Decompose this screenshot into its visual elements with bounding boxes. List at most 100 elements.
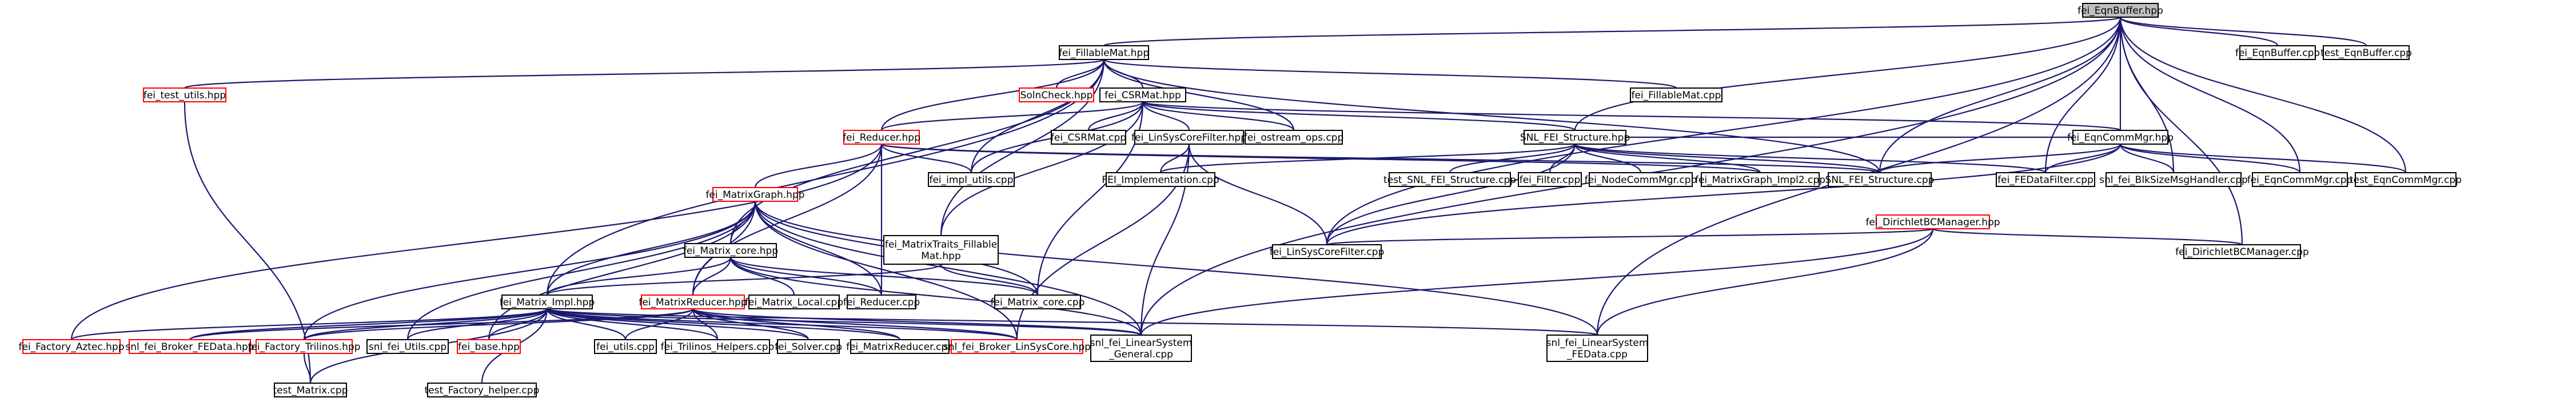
edge-snl_fei_structure_cpp-to-eqnbuffer_hpp [1879,9,2125,173]
node-reducer-hpp[interactable]: fei_Reducer.hpp [843,130,920,145]
node-matrix-impl-hpp[interactable]: fei_Matrix_Impl.hpp [500,294,595,309]
node-test-eqncommmgr-cpp[interactable]: test_EqnCommMgr.cpp [2350,172,2462,187]
edge-matrix_impl_hpp-to-fillablemat_hpp [546,51,1108,296]
edge-snl_fei_structure_cpp-to-fillablemat_hpp [1099,51,1881,173]
node-dirichletbcmanager-cpp[interactable]: fei_DirichletBCManager.cpp [2175,244,2309,259]
node-label: fei_FEDataFilter.cpp [1997,174,2094,186]
edge-linearsystem_general_cpp-to-matrix_core_hpp [726,249,1142,336]
node-label: fei_MatrixGraph_Impl2.cpp [1695,174,1825,186]
node-label: SNL_FEI_Structure.hpp [1520,132,1630,144]
node-snl-fei-structure-cpp[interactable]: SNL_FEI_Structure.cpp [1825,172,1935,187]
node-matrixgraph-impl2-cpp[interactable]: fei_MatrixGraph_Impl2.cpp [1695,172,1825,187]
edge-test_matrix_cpp-to-factory_trilinos_hpp [300,345,312,384]
node-eqnbuffer-cpp[interactable]: fei_EqnBuffer.cpp [2235,45,2320,60]
node-csrmat-cpp[interactable]: fei_CSRMat.cpp [1051,130,1126,145]
edge-snl_fei_structure_hpp-to-eqnbuffer_hpp [1574,9,2125,131]
edge-snl_fei_structure_cpp-to-eqncommmgr_hpp [1879,136,2125,174]
edge-linsyscorefilter_cpp-to-linsyscorefilter_hpp [1185,136,1328,245]
node-label: SolnCheck.hpp [1020,90,1093,101]
node-csrmat-hpp[interactable]: fei_CSRMat.hpp [1099,87,1186,102]
node-label: fei_Matrix_core.hpp [683,245,778,257]
edge-eqncommmgr_hpp-to-csrmat_hpp [1138,93,2122,132]
edge-factory_trilinos_hpp-to-matrixgraph_hpp [303,193,760,340]
node-matrix-local-cpp[interactable]: fei_Matrix_Local.cpp [745,294,843,309]
edge-linearsystem_general_cpp-to-matrixreducer_hpp [688,300,1142,336]
node-linearsystem-fedata-cpp[interactable]: snl_fei_LinearSystem_FEData.cpp [1546,335,1649,362]
node-label: test_SNL_FEI_Structure.cpp [1383,174,1516,186]
node-test-snl-fei-structure-cpp[interactable]: test_SNL_FEI_Structure.cpp [1383,172,1516,187]
node-matrixreducer-hpp[interactable]: fei_MatrixReducer.hpp [639,294,747,309]
edge-linearsystem_fedata_cpp-to-matrixgraph_hpp [751,193,1598,336]
node-nodecommmgr-cpp[interactable]: fei_NodeCommMgr.cpp [1585,172,1697,187]
edge-fei_implementation_cpp-to-snl_fei_structure_hpp [1159,136,1580,174]
node-label: fei_test_utils.hpp [143,90,226,101]
node-label: fei_DirichletBCManager.cpp [2175,246,2309,258]
node-label: fei_LinSysCoreFilter.cpp [1270,246,1385,258]
node-broker-linsyscore-hpp[interactable]: snl_fei_Broker_LinSysCore.hpp [943,339,1091,354]
node-linearsystem-general-cpp[interactable]: snl_fei_LinearSystem_General.cpp [1090,335,1193,362]
node-base-hpp[interactable]: fei_base.hpp [457,339,521,354]
node-eqnbuffer-hpp[interactable]: fei_EqnBuffer.hpp [2077,3,2163,18]
edge-broker_fedata_hpp-to-matrixreducer_hpp [189,300,698,341]
node-ostream-ops-cpp[interactable]: fei_ostream_ops.cpp [1244,130,1344,145]
node-impl-utils-cpp[interactable]: fei_impl_utils.cpp [928,172,1015,187]
node-matrixgraph-hpp[interactable]: fei_MatrixGraph.hpp [705,187,805,202]
node-filter-cpp[interactable]: fei_Filter.cpp [1518,172,1582,187]
node-solver-cpp[interactable]: fei_Solver.cpp [775,339,842,354]
node-test-factory-helper-cpp[interactable]: test_Factory_helper.cpp [425,383,540,397]
edges [70,9,2407,384]
node-label: fei_EqnCommMgr.hpp [2067,132,2174,144]
node-label: fei_MatrixReducer.cpp [846,341,954,353]
node-fedatafilter-cpp[interactable]: fei_FEDataFilter.cpp [1996,172,2095,187]
node-label: fei_LinSysCoreFilter.hpp [1131,132,1247,144]
node-broker-fedata-hpp[interactable]: snl_fei_Broker_FEData.hpp [125,339,254,354]
node-snl-fei-structure-hpp[interactable]: SNL_FEI_Structure.hpp [1520,130,1630,145]
edge-fei_implementation_cpp-to-linsyscorefilter_hpp [1159,136,1194,173]
edge-dirichletbcmanager_cpp-to-dirichletbcmanager_hpp [1928,220,2243,246]
node-reducer-cpp[interactable]: fei_Reducer.cpp [843,294,920,309]
node-label: fei_base.hpp [458,341,520,353]
node-label: test_EqnBuffer.cpp [2320,47,2412,59]
node-linsyscorefilter-cpp[interactable]: fei_LinSysCoreFilter.cpp [1270,244,1385,259]
edge-csrmat_cpp-to-csrmat_hpp [1087,94,1147,131]
node-matrix-core-cpp[interactable]: fei_Matrix_core.cpp [991,294,1085,309]
edge-fillablemat_cpp-to-fillablemat_hpp [1099,51,1677,89]
node-label: fei_NodeCommMgr.cpp [1585,174,1697,186]
edge-linsyscorefilter_cpp-to-dirichletbcmanager_hpp [1326,220,1938,246]
node-matrixreducer-cpp[interactable]: fei_MatrixReducer.cpp [846,339,954,354]
node-trilinos-helpers-cpp[interactable]: fei_Trilinos_Helpers.cpp [661,339,775,354]
node-eqncommmgr-hpp[interactable]: fei_EqnCommMgr.hpp [2067,130,2174,145]
node-utils-cpp[interactable]: fei_utils.cpp [594,339,657,354]
edge-solver_cpp-to-matrix_impl_hpp [543,301,810,340]
node-factory-trilinos-hpp[interactable]: fei_Factory_Trilinos.hpp [248,339,361,354]
node-factory-aztec-hpp[interactable]: fei_Factory_Aztec.hpp [18,339,125,354]
node-matrix-core-hpp[interactable]: fei_Matrix_core.hpp [683,243,778,258]
node-label: fei_Reducer.cpp [843,297,920,308]
node-blksizemsghandler-cpp[interactable]: snl_fei_BlkSizeMsgHandler.cpp [2099,172,2248,187]
edge-trilinos_helpers_cpp-to-matrixreducer_hpp [688,301,719,340]
node-eqncommmgr-cpp[interactable]: fei_EqnCommMgr.cpp [2247,172,2353,187]
node-dirichletbcmanager-hpp[interactable]: fei_DirichletBCManager.hpp [1865,214,2000,229]
node-test-utils-hpp[interactable]: fei_test_utils.hpp [143,87,226,102]
node-test-eqnbuffer-cpp[interactable]: test_EqnBuffer.cpp [2320,45,2412,60]
node-label: fei_FillableMat.hpp [1059,47,1149,59]
edge-matrix_core_hpp-to-fillablemat_hpp [729,51,1108,244]
node-fei-implementation-cpp[interactable]: FEI_Implementation.cpp [1102,172,1219,187]
edge-linsyscorefilter_hpp-to-csrmat_hpp [1138,94,1190,131]
edge-broker_linsyscore_hpp-to-matrix_impl_hpp [542,300,1018,341]
node-test-matrix-cpp[interactable]: test_Matrix.cpp [273,383,348,397]
node-fillablemat-cpp[interactable]: fei_FillableMat.cpp [1630,87,1722,102]
node-fillablemat-hpp[interactable]: fei_FillableMat.hpp [1059,45,1149,60]
edge-linearsystem_general_cpp-to-matrixgraph_hpp [751,193,1142,336]
edge-matrix_core_cpp-to-matrix_core_hpp [726,249,1039,296]
edge-eqncommmgr_cpp-to-eqncommmgr_hpp [2116,136,2301,173]
edge-linearsystem_fedata_cpp-to-matrix_impl_hpp [542,300,1598,336]
edge-linsyscorefilter_cpp-to-snl_fei_structure_hpp [1326,136,1580,245]
node-linsyscorefilter-hpp[interactable]: fei_LinSysCoreFilter.hpp [1131,130,1247,145]
edge-matrixreducer_cpp-to-matrixreducer_hpp [688,301,901,340]
node-solnCheck-hpp[interactable]: SolnCheck.hpp [1019,87,1094,102]
node-fei-utils-cpp[interactable]: snl_fei_Utils.cpp [366,339,449,354]
